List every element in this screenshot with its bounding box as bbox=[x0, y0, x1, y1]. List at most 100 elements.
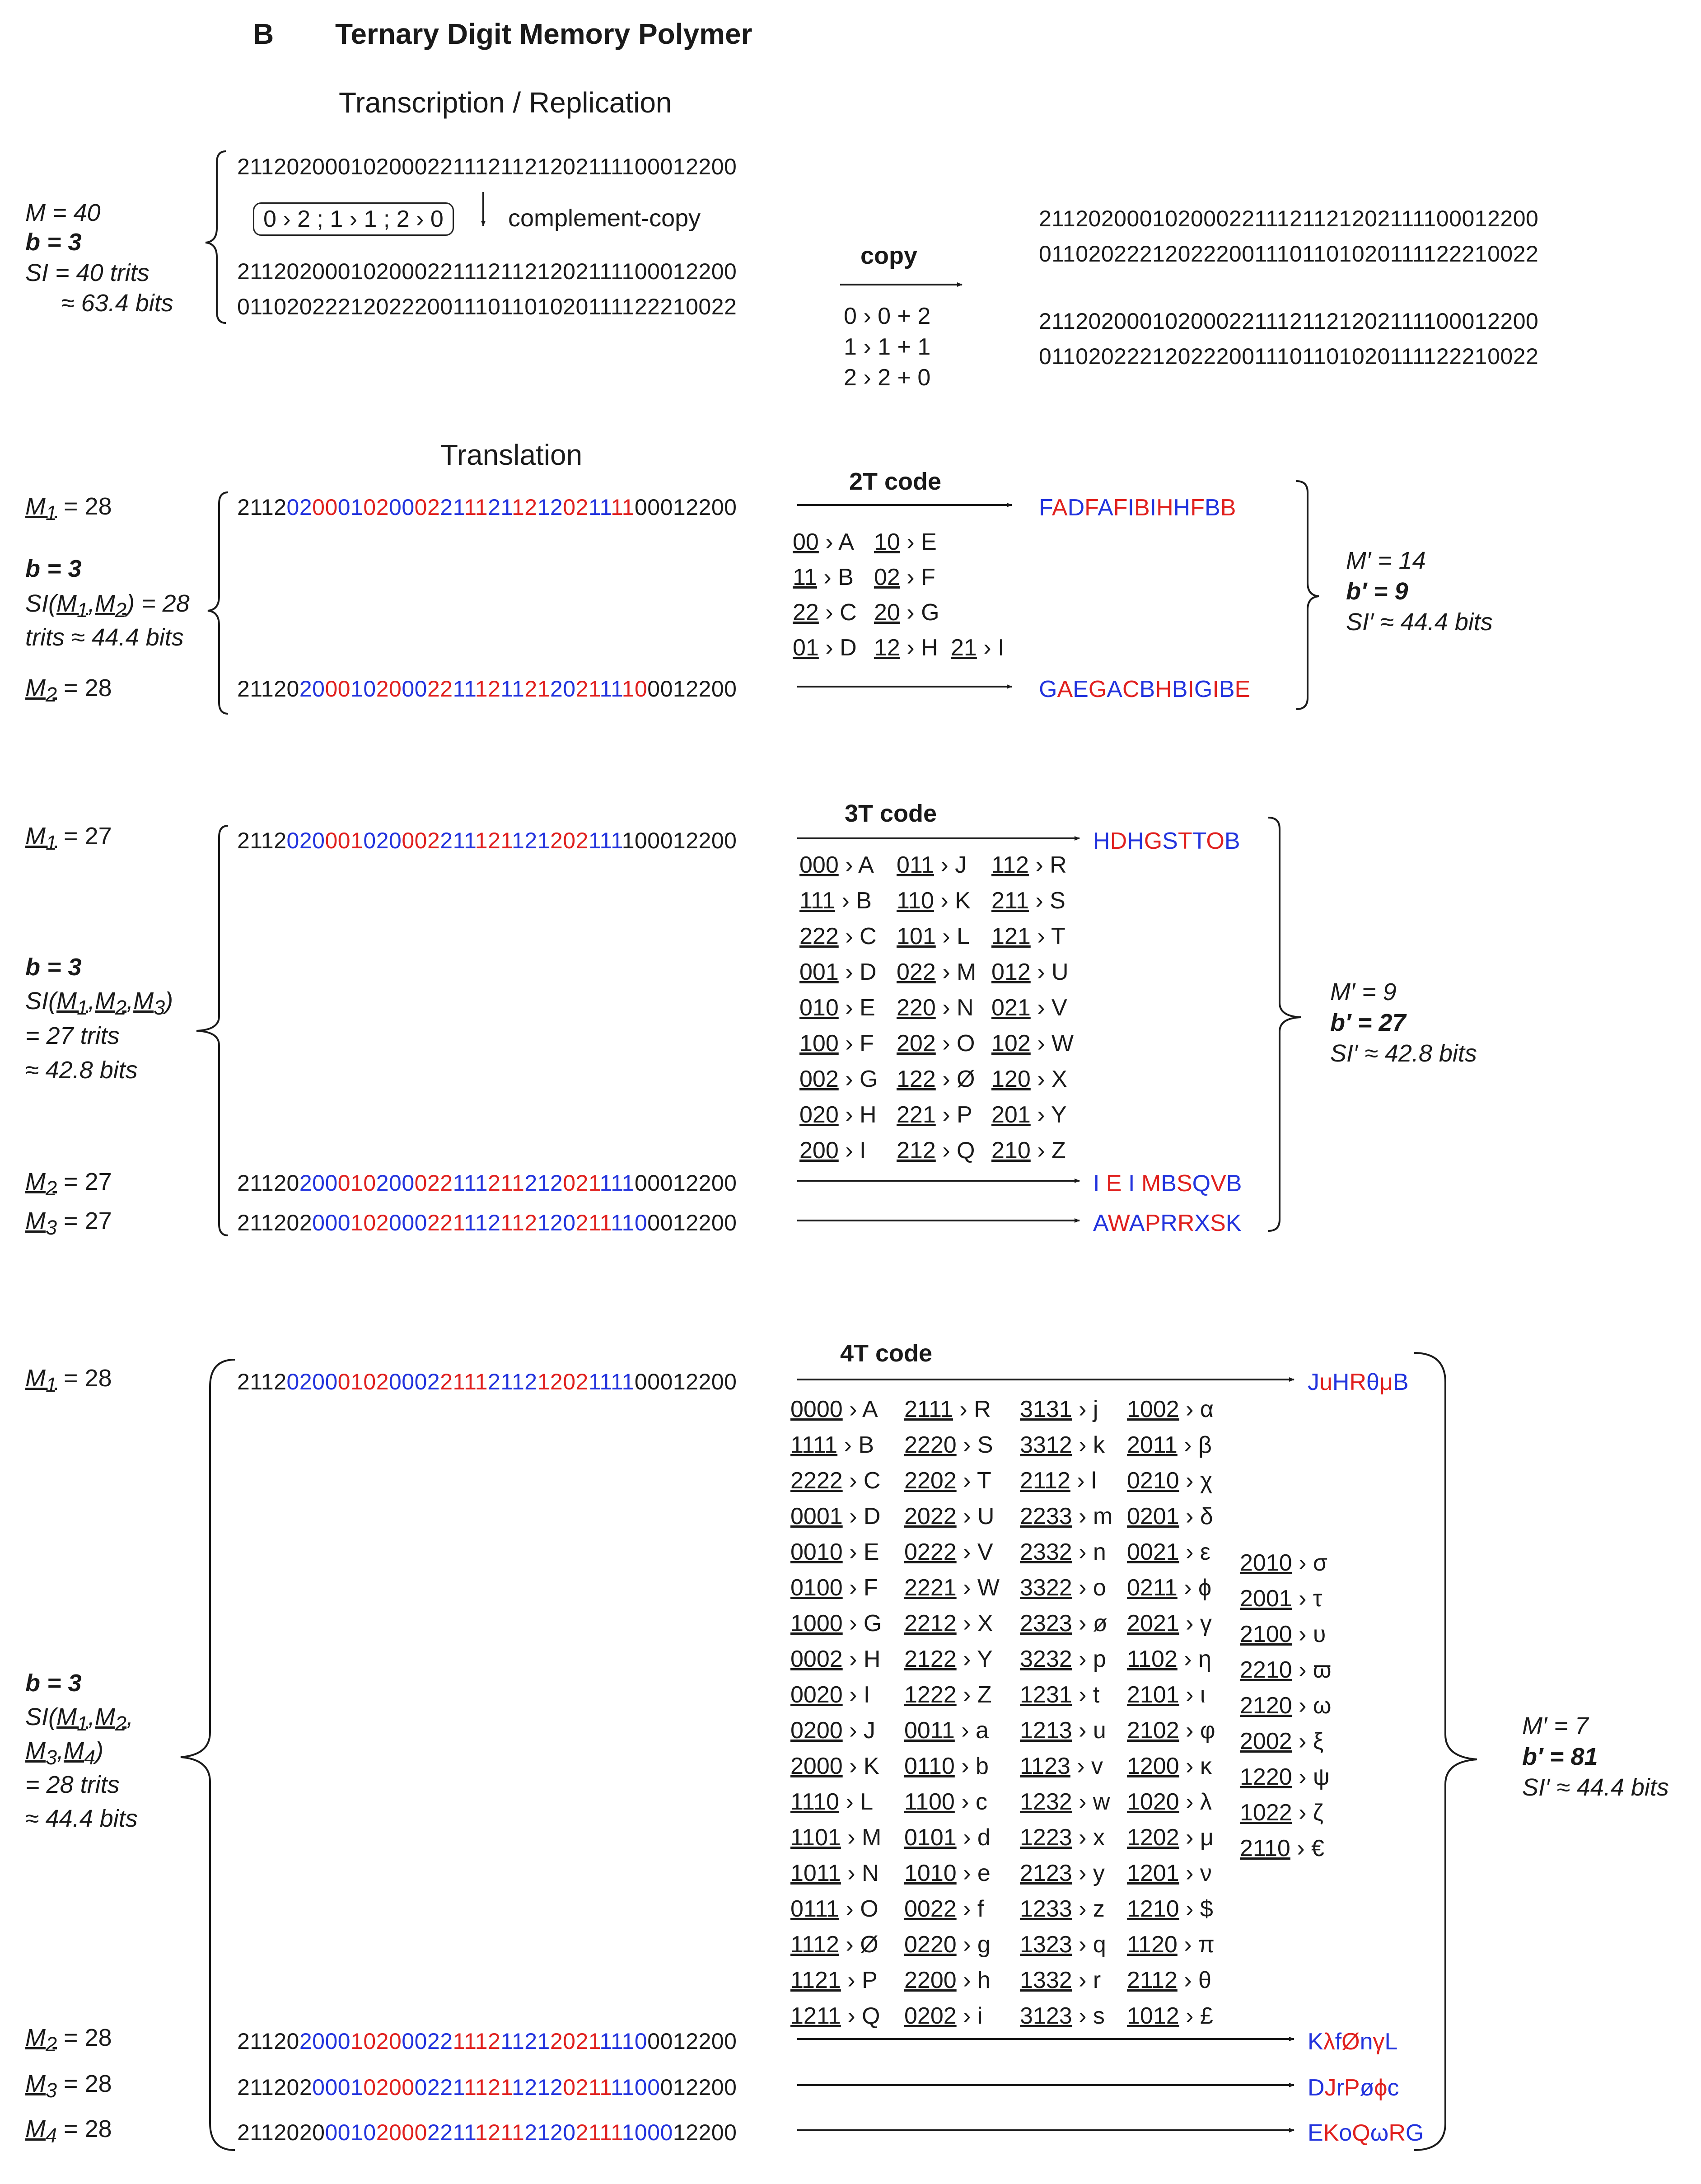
code-value: W bbox=[1051, 1030, 1074, 1057]
maps-to-glyph: › bbox=[839, 1789, 860, 1815]
code4-b-label: b = 3 bbox=[25, 1670, 82, 1697]
code-entry: 2022 › U bbox=[904, 1503, 994, 1530]
code-value: B bbox=[838, 564, 854, 590]
maps-to-glyph: › bbox=[841, 2003, 862, 2029]
segment: 1000 bbox=[622, 2120, 673, 2145]
maps-to-glyph: › bbox=[839, 1931, 860, 1958]
maps-to-glyph: › bbox=[842, 1503, 864, 1529]
code-entry: 0201 › δ bbox=[1127, 1503, 1213, 1530]
segment: 21120 bbox=[237, 1170, 299, 1196]
code-key: 1211 bbox=[790, 2003, 841, 2029]
code-value: Q bbox=[956, 1137, 975, 1164]
code-key: 211 bbox=[991, 888, 1029, 914]
copy-rule-2: 2 › 2 + 0 bbox=[844, 365, 931, 391]
code-value: A bbox=[838, 529, 854, 555]
code-entry: 1010 › e bbox=[904, 1860, 991, 1887]
segment: 0200 bbox=[363, 2075, 415, 2100]
replication-left-brace bbox=[205, 150, 226, 324]
maps-to-glyph: › bbox=[1030, 1030, 1051, 1057]
code4-m2-label: M2 = 28 bbox=[25, 2024, 112, 2056]
code-key: 2220 bbox=[904, 1432, 957, 1458]
code-key: 1202 bbox=[1127, 1824, 1179, 1851]
code-value: J bbox=[955, 852, 967, 878]
maps-to-glyph: › bbox=[935, 1066, 957, 1092]
code-entry: 121 › T bbox=[991, 923, 1065, 950]
code-entry: 2101 › ι bbox=[1127, 1681, 1205, 1708]
code-entry: 1100 › c bbox=[904, 1788, 987, 1815]
code-value: I bbox=[863, 1682, 870, 1708]
segment: 1020 bbox=[350, 2029, 402, 2054]
maps-to-glyph: › bbox=[1072, 1789, 1093, 1815]
maps-to-glyph: › bbox=[1179, 1468, 1200, 1494]
code2-summary-m: M′ = 14 bbox=[1346, 547, 1426, 574]
segment: 010 bbox=[337, 1170, 376, 1196]
segment: H bbox=[1156, 495, 1173, 521]
segment: A bbox=[1129, 1210, 1145, 1236]
code-entry: 1223 › x bbox=[1020, 1824, 1105, 1851]
code-value: φ bbox=[1200, 1717, 1215, 1744]
segment: M bbox=[1141, 1170, 1161, 1197]
segment: 211202 bbox=[237, 2075, 313, 2100]
code-entry: 2210 › ϖ bbox=[1240, 1656, 1332, 1684]
code-value: N bbox=[862, 1860, 879, 1886]
code-value: κ bbox=[1200, 1753, 1212, 1779]
segment: A bbox=[1057, 676, 1073, 702]
segment: E bbox=[1308, 2120, 1323, 2146]
code-key: 2111 bbox=[904, 1396, 953, 1422]
segment: 2211 bbox=[427, 2120, 475, 2145]
code-entry: 2220 › S bbox=[904, 1431, 993, 1459]
code-key: 2323 bbox=[1020, 1610, 1072, 1637]
code-entry: 1200 › κ bbox=[1127, 1753, 1212, 1780]
segment: 10 bbox=[350, 676, 376, 701]
segment: 21 bbox=[440, 495, 464, 520]
code-entry: 3131 › j bbox=[1020, 1396, 1098, 1423]
maps-to-glyph: › bbox=[838, 959, 860, 985]
segment: 1100 bbox=[611, 2075, 660, 2100]
segment: 120 bbox=[537, 1210, 576, 1235]
code-value: θ bbox=[1198, 1967, 1211, 1993]
segment: λ bbox=[1323, 2029, 1335, 2055]
code-entry: 1222 › Z bbox=[904, 1681, 992, 1708]
maps-to-glyph: › bbox=[935, 995, 957, 1021]
maps-to-glyph: › bbox=[841, 1824, 862, 1851]
segment: 00012200 bbox=[634, 1369, 737, 1394]
segment: H bbox=[1173, 495, 1191, 521]
segment: 11 bbox=[500, 676, 525, 701]
code-value: τ bbox=[1313, 1585, 1322, 1612]
maps-to-glyph: › bbox=[1072, 1646, 1093, 1672]
segment: 020 bbox=[363, 828, 402, 853]
code-entry: 220 › N bbox=[897, 994, 974, 1021]
code-value: Y bbox=[1051, 1102, 1067, 1128]
maps-to-glyph: › bbox=[1179, 1789, 1200, 1815]
replication-b-label: b = 3 bbox=[25, 229, 82, 256]
segment: 100012200 bbox=[622, 828, 737, 853]
segment: 02 bbox=[563, 495, 589, 520]
code4-output-m4: EKoQωRG bbox=[1308, 2119, 1424, 2147]
code-entry: 102 › W bbox=[991, 1030, 1074, 1057]
code-key: 20 bbox=[874, 599, 900, 626]
segment: G bbox=[1039, 676, 1057, 702]
code-entry: 1121 › P bbox=[790, 1967, 878, 1994]
segment: W bbox=[1108, 1210, 1129, 1236]
code-value: s bbox=[1093, 2003, 1105, 2029]
code4-summary-si: SI′ ≈ 44.4 bits bbox=[1522, 1774, 1669, 1801]
maps-to-glyph: › bbox=[934, 852, 955, 878]
maps-to-glyph: › bbox=[1290, 1835, 1312, 1861]
segment: 0221 bbox=[414, 2075, 464, 2100]
code-value: v bbox=[1091, 1753, 1103, 1779]
code4-header: 4T code bbox=[840, 1340, 933, 1367]
code-entry: 1332 › r bbox=[1020, 1967, 1101, 1994]
code-value: H bbox=[921, 635, 938, 661]
segment: 11 bbox=[588, 495, 611, 520]
code-value: υ bbox=[1313, 1621, 1326, 1647]
segment: 121 bbox=[512, 828, 550, 853]
code-value: F bbox=[921, 564, 935, 590]
segment: 00012200 bbox=[634, 495, 737, 520]
code3-summary-m: M′ = 9 bbox=[1330, 978, 1397, 1005]
code-value: I bbox=[859, 1137, 866, 1164]
code-key: 2202 bbox=[904, 1468, 957, 1494]
segment: S bbox=[1162, 828, 1178, 854]
code3-output-m3: AWAPRRXSK bbox=[1093, 1210, 1241, 1237]
code-key: 121 bbox=[991, 923, 1031, 949]
code-entry: 2011 › β bbox=[1127, 1431, 1212, 1459]
